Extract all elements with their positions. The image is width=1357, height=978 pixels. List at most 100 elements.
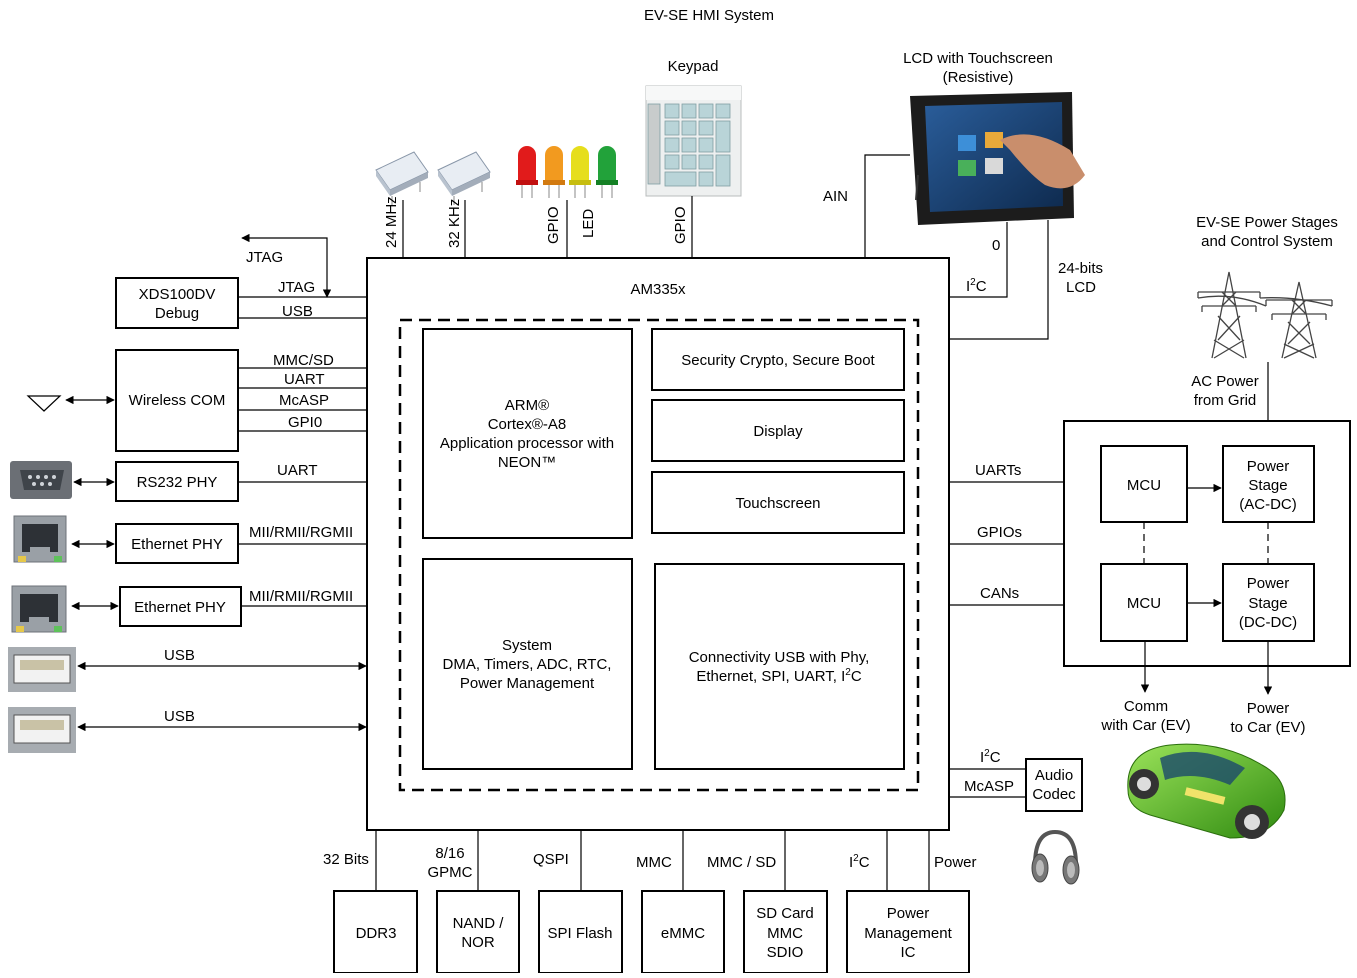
usb-port-icon (8, 707, 76, 753)
usb-2-label: USB (164, 708, 195, 725)
connectivity-line-1: Connectivity USB with Phy, (689, 649, 870, 666)
mcasp-wireless-label: McASP (279, 392, 329, 409)
gpio-led-label: GPIO (545, 206, 562, 244)
uart-rs232-label: UART (277, 462, 318, 479)
ain-label: AIN (823, 188, 848, 205)
lcd24-label-2: LCD (1066, 279, 1096, 296)
arm-line-3: Application processor with (440, 435, 614, 452)
sdcard-line-1: SD Card (756, 905, 814, 922)
comm-car-label-2: with Car (EV) (1100, 717, 1190, 734)
cans-label: CANs (980, 585, 1019, 602)
power-system-title-2: and Control System (1201, 233, 1333, 250)
keypad-icon (645, 85, 742, 197)
connectivity-line-2: Ethernet, SPI, UART, I2C (696, 667, 862, 685)
arm-core-block (422, 328, 633, 539)
soc-core-dashed-region (398, 318, 920, 792)
electric-car-icon (1127, 743, 1286, 839)
arm-line-1: ARM® (505, 397, 549, 414)
spi-flash-label: SPI Flash (547, 925, 612, 942)
power-car-label-1: Power (1247, 700, 1290, 717)
keypad-label: Keypad (668, 58, 719, 75)
system-line-2: DMA, Timers, ADC, RTC, (443, 656, 612, 673)
headphones-icon (1031, 829, 1080, 885)
i2c-pmic-label: I2C (849, 853, 870, 871)
audio-codec-line-2: Codec (1032, 786, 1076, 803)
ps-acdc-line-1: Power (1247, 458, 1290, 475)
xds100-block (115, 277, 239, 329)
gpio0-label: GPI0 (288, 414, 322, 431)
security-label: Security Crypto, Secure Boot (681, 352, 875, 369)
mcu-1-label: MCU (1127, 477, 1161, 494)
diagram-title: EV-SE HMI System (644, 7, 774, 24)
gpios-label: GPIOs (977, 524, 1022, 541)
connectivity-block (654, 563, 905, 770)
xds100-line-2: Debug (155, 305, 199, 322)
uarts-label: UARTs (975, 462, 1021, 479)
i2c-lcd-label: I2C (966, 277, 987, 295)
lcd-title-1: LCD with Touchscreen (903, 50, 1053, 67)
ac-power-label-2: from Grid (1194, 392, 1257, 409)
ps-acdc-line-2: Stage (1248, 477, 1287, 494)
sdcard-line-3: SDIO (767, 944, 804, 961)
display-block (651, 399, 905, 462)
qspi-label: QSPI (533, 851, 569, 868)
arm-line-4: NEON™ (498, 454, 556, 471)
system-line-3: Power Management (460, 675, 595, 692)
arm-line-2: Cortex®-A8 (488, 416, 567, 433)
mii-1-label: MII/RMII/RGMII (249, 524, 353, 541)
oscillator-icon (437, 151, 491, 205)
system-line-1: System (502, 637, 552, 654)
pmic-line-2: Management (864, 925, 952, 942)
emmc-label: eMMC (661, 925, 705, 942)
usb-port-icon (8, 647, 76, 692)
osc-24mhz-label: 24 MHz (383, 196, 400, 248)
gpmc-label-2: GPMC (428, 864, 473, 881)
mmc-label: MMC (636, 854, 672, 871)
ethernet-phy-2-label: Ethernet PHY (134, 599, 226, 616)
gpio-keypad-label: GPIO (672, 206, 689, 244)
db9-connector-icon (10, 461, 72, 499)
touchscreen-block (651, 471, 905, 534)
ps-acdc-line-3: (AC-DC) (1239, 496, 1297, 513)
ps-dcdc-line-3: (DC-DC) (1239, 614, 1297, 631)
rj45-connector-icon (11, 585, 67, 633)
ps-dcdc-line-1: Power (1247, 575, 1290, 592)
gpmc-label-1: 8/16 (435, 845, 464, 862)
mcasp-audio-label: McASP (964, 778, 1014, 795)
antenna-icon (26, 395, 62, 412)
wireless-com-label: Wireless COM (129, 392, 226, 409)
ethernet-phy-1-label: Ethernet PHY (131, 536, 223, 553)
ddr3-label: DDR3 (356, 925, 397, 942)
zero-label: 0 (992, 237, 1000, 254)
bits32-label: 32 Bits (323, 851, 369, 868)
oscillator-icon (375, 151, 429, 205)
audio-codec-line-1: Audio (1035, 767, 1073, 784)
led-icon (516, 146, 618, 198)
lcd-touchscreen-icon (910, 92, 1085, 225)
power-pmic-label: Power (934, 854, 977, 871)
mii-2-label: MII/RMII/RGMII (249, 588, 353, 605)
jtag-top-label: JTAG (246, 249, 283, 266)
mcu-1-block (1100, 445, 1188, 523)
comm-car-label-1: Comm (1124, 698, 1168, 715)
power-tower-icon (1197, 271, 1333, 359)
rj45-connector-icon (13, 515, 67, 563)
lcd-title-2: (Resistive) (943, 69, 1014, 86)
rs232-phy-label: RS232 PHY (137, 474, 218, 491)
rs232-phy-block (115, 461, 239, 502)
i2c-audio-label: I2C (980, 748, 1001, 766)
ac-power-label-1: AC Power (1191, 373, 1259, 390)
power-car-label-2: to Car (EV) (1230, 719, 1305, 736)
nand-nor-block (436, 890, 520, 974)
audio-codec-block (1025, 758, 1083, 812)
usb-1-label: USB (164, 647, 195, 664)
osc-32khz-label: 32 KHz (446, 199, 463, 248)
ethernet-phy-2-block (119, 586, 242, 627)
mmcsd-bottom-label: MMC / SD (707, 854, 776, 871)
touchscreen-label: Touchscreen (735, 495, 820, 512)
power-system-title-1: EV-SE Power Stages (1196, 214, 1338, 231)
wireless-com-block (115, 349, 239, 452)
display-label: Display (753, 423, 803, 440)
xds100-line-1: XDS100DV (139, 286, 216, 303)
mmcsd-label: MMC/SD (273, 352, 334, 369)
